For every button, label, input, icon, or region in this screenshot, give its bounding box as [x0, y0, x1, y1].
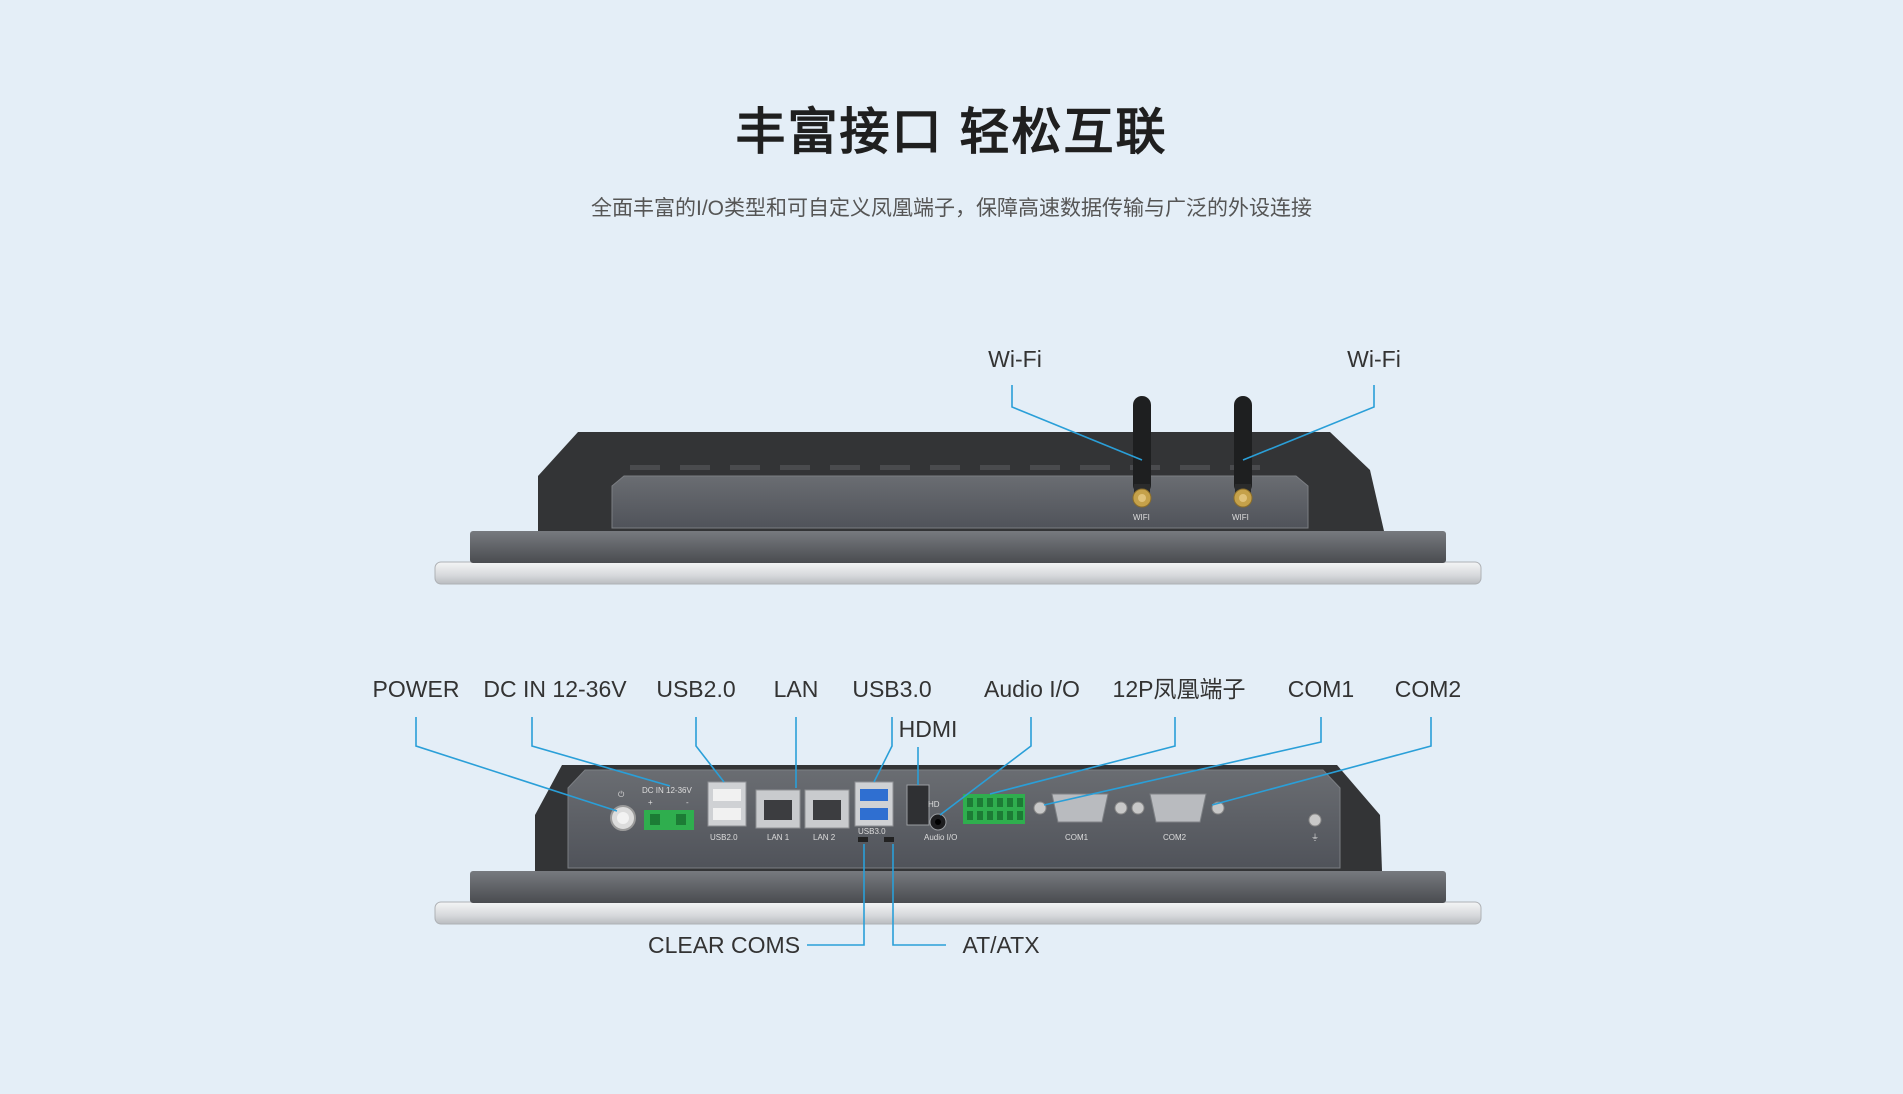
panel-dc-in-text: DC IN 12-36V — [642, 786, 692, 795]
audio-jack: Audio I/O — [924, 813, 957, 842]
top-io-panel — [611, 475, 1309, 529]
label-com1: COM1 — [1288, 676, 1354, 702]
panel-plus: + — [648, 798, 653, 807]
leader-usb3 — [873, 717, 893, 783]
label-lan: LAN — [774, 676, 819, 702]
leader-com2 — [1211, 717, 1432, 806]
label-wifi-right: Wi-Fi — [1347, 346, 1401, 372]
leader-at-atx — [892, 844, 946, 946]
panel-com1-text: COM1 — [1065, 833, 1089, 842]
top-bezel — [434, 561, 1482, 585]
panel-lan2-text: LAN 2 — [813, 833, 836, 842]
com1-port: COM1 — [1033, 793, 1128, 842]
leader-clear-coms — [807, 844, 865, 946]
label-dc-in: DC IN 12-36V — [483, 676, 627, 702]
panel-hd-text: HD — [928, 800, 940, 809]
leader-phoenix — [989, 717, 1176, 795]
label-usb2: USB2.0 — [656, 676, 735, 702]
label-wifi-left: Wi-Fi — [988, 346, 1042, 372]
top-panel-wifi-1: WIFI — [1133, 513, 1150, 522]
leader-wifi-left — [1011, 385, 1143, 461]
power-icon: ⏻ — [618, 790, 625, 799]
dc-in-connector: DC IN 12-36V + - — [642, 786, 694, 830]
antenna-2: WIFI — [1232, 396, 1253, 522]
top-panel-wifi-2: WIFI — [1232, 513, 1249, 522]
leader-com1 — [1043, 717, 1322, 806]
ground-screw-icon: ⏚ — [1308, 813, 1322, 842]
label-clear-coms: CLEAR COMS — [648, 932, 800, 958]
leader-audio — [939, 717, 1032, 816]
lan-ports: LAN 1 LAN 2 — [755, 789, 850, 842]
panel-audio-text: Audio I/O — [924, 833, 957, 842]
bottom-frame — [470, 871, 1446, 903]
power-button: ⏻ — [610, 790, 636, 831]
panel-lan1-text: LAN 1 — [767, 833, 790, 842]
leader-dc-in — [531, 717, 671, 787]
bottom-bezel — [434, 901, 1482, 925]
top-view-device: WIFI WIFI — [434, 396, 1482, 585]
label-at-atx: AT/ATX — [962, 932, 1039, 958]
leader-wifi-right — [1242, 385, 1375, 461]
label-com2: COM2 — [1395, 676, 1461, 702]
label-audio: Audio I/O — [984, 676, 1080, 702]
svg-text:⏚: ⏚ — [1311, 833, 1319, 842]
label-usb3: USB3.0 — [852, 676, 931, 702]
label-power: POWER — [373, 676, 460, 702]
page-title: 丰富接口 轻松互联 — [735, 104, 1168, 160]
panel-usb2-text: USB2.0 — [710, 833, 738, 842]
leader-power — [415, 717, 618, 812]
antenna-1: WIFI — [1132, 396, 1152, 522]
usb3-ports: USB3.0 — [854, 781, 894, 842]
phoenix-terminal-12p — [963, 794, 1025, 824]
panel-usb3-text: USB3.0 — [858, 827, 886, 836]
usb2-ports: USB2.0 — [707, 781, 747, 842]
panel-com2-text: COM2 — [1163, 833, 1187, 842]
top-frame — [470, 531, 1446, 563]
panel-minus: - — [686, 798, 689, 807]
leader-usb2 — [695, 717, 725, 783]
label-hdmi: HDMI — [899, 716, 958, 742]
label-phoenix: 12P凤凰端子 — [1113, 676, 1246, 702]
bottom-view-device: ⏻ DC IN 12-36V + - USB2.0 LAN 1 LAN 2 — [434, 765, 1482, 925]
page-subtitle: 全面丰富的I/O类型和可自定义凤凰端子，保障高速数据传输与广泛的外设连接 — [590, 197, 1312, 220]
